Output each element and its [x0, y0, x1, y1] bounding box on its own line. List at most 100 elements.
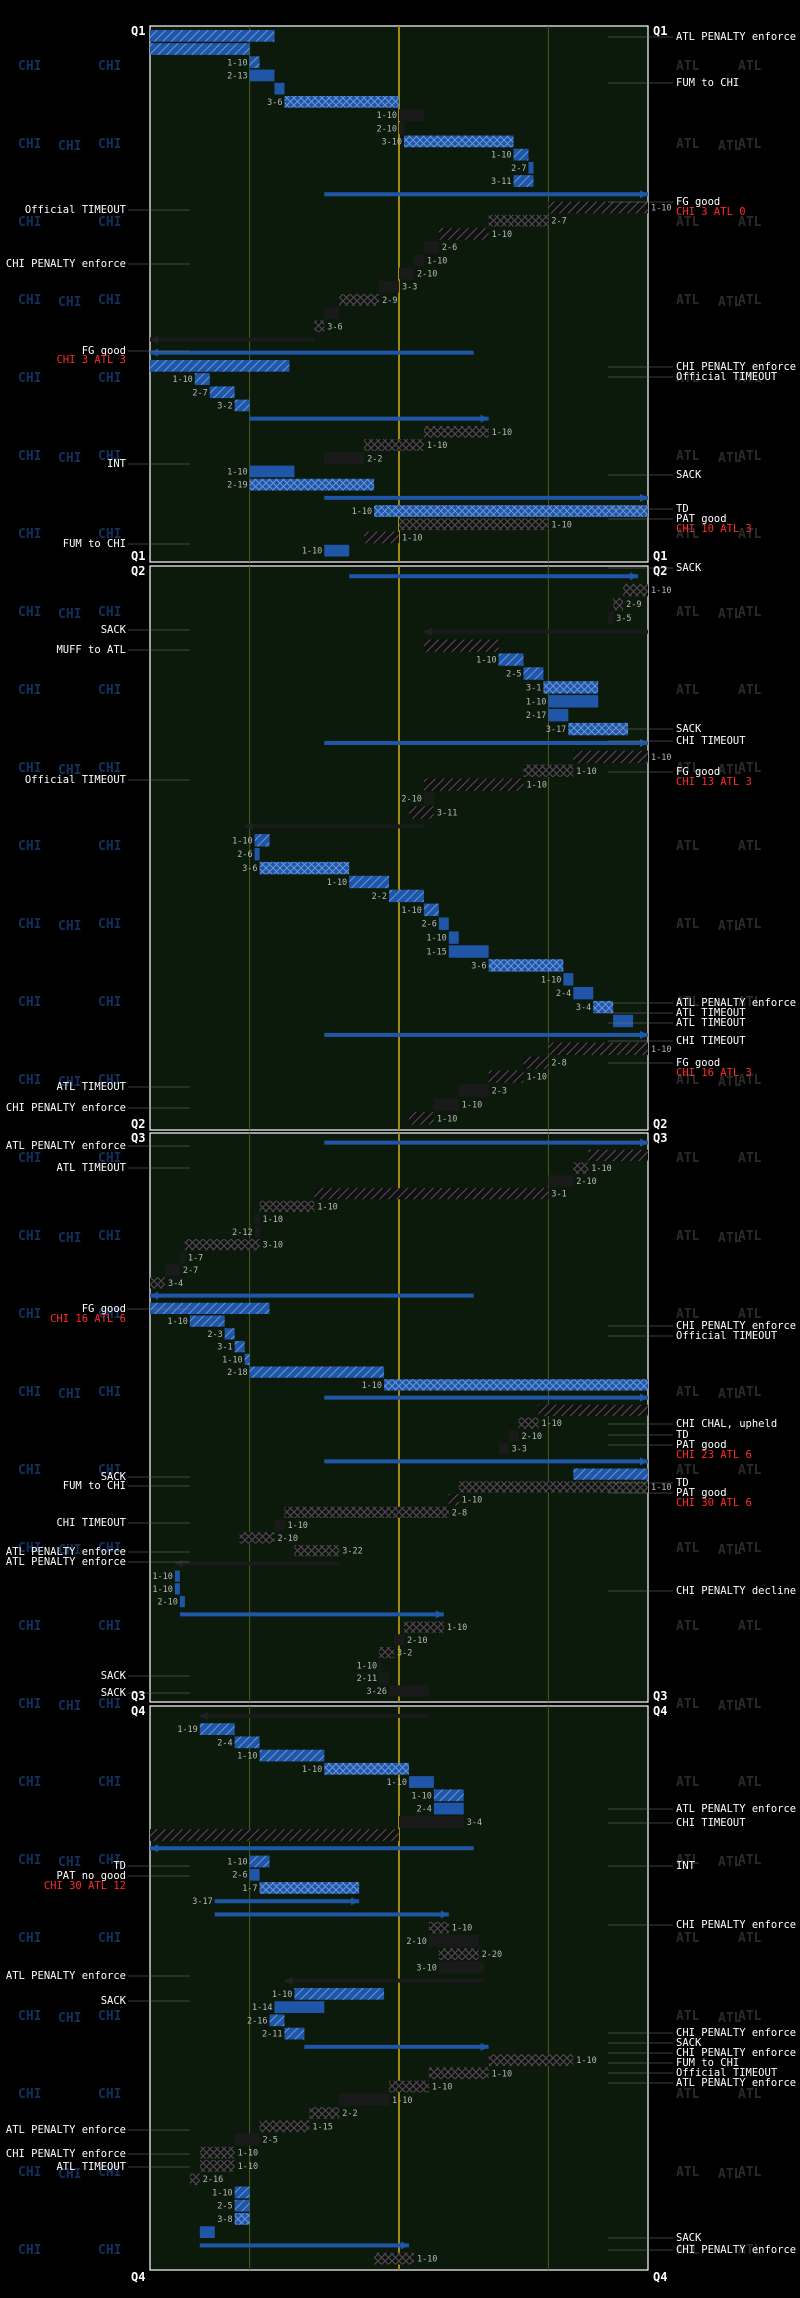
note-left: SACK — [101, 1471, 127, 1483]
watermark-atl: ATL — [676, 59, 700, 74]
down-label: 2-7 — [551, 217, 566, 227]
watermark-chi: CHI — [58, 1855, 81, 1870]
play-bar-atl — [364, 531, 399, 544]
play-bar-atl — [399, 518, 549, 531]
down-label: 3-3 — [402, 283, 417, 293]
play-bar-chi — [324, 544, 350, 557]
watermark-atl: ATL — [676, 1697, 700, 1712]
watermark-atl: ATL — [676, 761, 700, 776]
play-bar-chi — [389, 889, 424, 903]
play-bar-chi — [249, 478, 375, 491]
play-bar-atl — [389, 2080, 429, 2093]
play-bar-chi — [563, 973, 574, 986]
watermark-atl: ATL — [676, 1385, 700, 1400]
play-bar-atl — [379, 1672, 390, 1684]
play-bar-atl — [399, 1815, 464, 1828]
note-right: CHI 10 ATL 3 — [676, 523, 752, 535]
note-right: ATL TIMEOUT — [676, 1017, 746, 1029]
down-label: 1-10 — [651, 586, 671, 596]
play-bar-atl — [284, 1978, 484, 1983]
play-bar-atl — [588, 1149, 648, 1161]
down-label: 2-4 — [417, 1805, 432, 1815]
down-label: 2-17 — [526, 711, 546, 721]
play-bar-chi — [259, 1882, 360, 1894]
play-bar-atl — [623, 583, 648, 597]
note-left: INT — [107, 458, 127, 470]
down-label: 2-10 — [522, 1432, 542, 1442]
watermark-atl: ATL — [676, 1307, 700, 1322]
note-left: CHI PENALTY enforce — [6, 1102, 126, 1114]
note-right: SACK — [676, 469, 702, 481]
down-label: 3-11 — [437, 809, 457, 819]
down-label: 1-10 — [462, 1100, 482, 1110]
watermark-chi: CHI — [18, 215, 41, 230]
down-label: 2-16 — [203, 2175, 223, 2185]
down-label: 2-2 — [367, 454, 382, 464]
watermark-chi: CHI — [98, 917, 121, 932]
play-bar-chi — [249, 56, 260, 69]
note-left: CHI PENALTY enforce — [6, 258, 126, 270]
play-bar-atl — [174, 1561, 340, 1566]
down-label: 1-10 — [362, 1381, 382, 1391]
down-label: 1-10 — [237, 1752, 257, 1762]
watermark-chi: CHI — [58, 2011, 81, 2026]
down-label: 1-10 — [452, 1924, 472, 1934]
watermark-atl: ATL — [718, 2011, 742, 2026]
play-arrow — [480, 414, 489, 423]
watermark-chi: CHI — [18, 1775, 41, 1790]
play-arrow — [174, 1559, 183, 1568]
note-right: SACK — [676, 723, 702, 735]
play-bar-chi — [150, 1293, 474, 1298]
note-right: CHI 3 ATL 0 — [676, 206, 746, 218]
play-bar-atl — [523, 1056, 549, 1069]
note-left: MUFF to ATL — [56, 644, 126, 656]
watermark-chi: CHI — [98, 1541, 121, 1556]
down-label: 2-10 — [417, 269, 437, 279]
note-right: SACK — [676, 562, 702, 574]
down-label: 1-10 — [401, 906, 421, 916]
down-label: 1-7 — [188, 1253, 203, 1263]
play-bar-chi — [324, 1140, 648, 1145]
note-right: CHI TIMEOUT — [676, 1035, 746, 1047]
watermark-chi: CHI — [98, 2165, 121, 2180]
watermark-atl: ATL — [718, 139, 742, 154]
down-label: 2-6 — [421, 920, 436, 930]
down-label: 2-2 — [372, 892, 387, 902]
play-bar-atl — [199, 2160, 235, 2172]
note-left: ATL PENALTY enforce — [6, 2124, 126, 2136]
watermark-atl: ATL — [738, 605, 762, 620]
watermark-chi: CHI — [98, 2009, 121, 2024]
note-left: Official TIMEOUT — [25, 774, 127, 786]
down-label: 1-10 — [492, 2069, 512, 2079]
down-label: 3-6 — [242, 864, 257, 874]
play-bar-atl — [314, 1188, 549, 1200]
play-bar-atl — [488, 214, 549, 227]
watermark-chi: CHI — [18, 371, 41, 386]
play-bar-atl — [413, 254, 424, 267]
play-bar-atl — [458, 1481, 648, 1493]
down-label: 2-18 — [227, 1368, 247, 1378]
down-label: 3-6 — [327, 322, 342, 332]
watermark-chi: CHI — [18, 995, 41, 1010]
play-bar-atl — [433, 1098, 459, 1111]
play-bar-chi — [234, 2199, 250, 2212]
note-right: FUM to CHI — [676, 2057, 739, 2069]
play-bar-chi — [150, 43, 250, 55]
play-arrow — [640, 1138, 648, 1147]
down-label: 1-10 — [411, 1791, 431, 1801]
play-bar-atl — [523, 764, 574, 777]
play-bar-atl — [284, 1506, 449, 1518]
watermark-chi: CHI — [58, 1387, 81, 1402]
play-bar-chi — [174, 1570, 180, 1582]
quarter-label-left: Q3 — [131, 1131, 145, 1145]
watermark-chi: CHI — [18, 527, 41, 542]
note-left: FUM to CHI — [63, 1480, 126, 1492]
watermark-atl: ATL — [718, 1855, 742, 1870]
down-label: 2-10 — [576, 1177, 596, 1187]
play-bar-atl — [179, 1251, 185, 1263]
watermark-atl: ATL — [738, 1541, 762, 1556]
note-left: CHI 30 ATL 12 — [44, 1880, 126, 1892]
watermark-atl: ATL — [738, 449, 762, 464]
quarter-label-right: Q1 — [653, 549, 667, 563]
